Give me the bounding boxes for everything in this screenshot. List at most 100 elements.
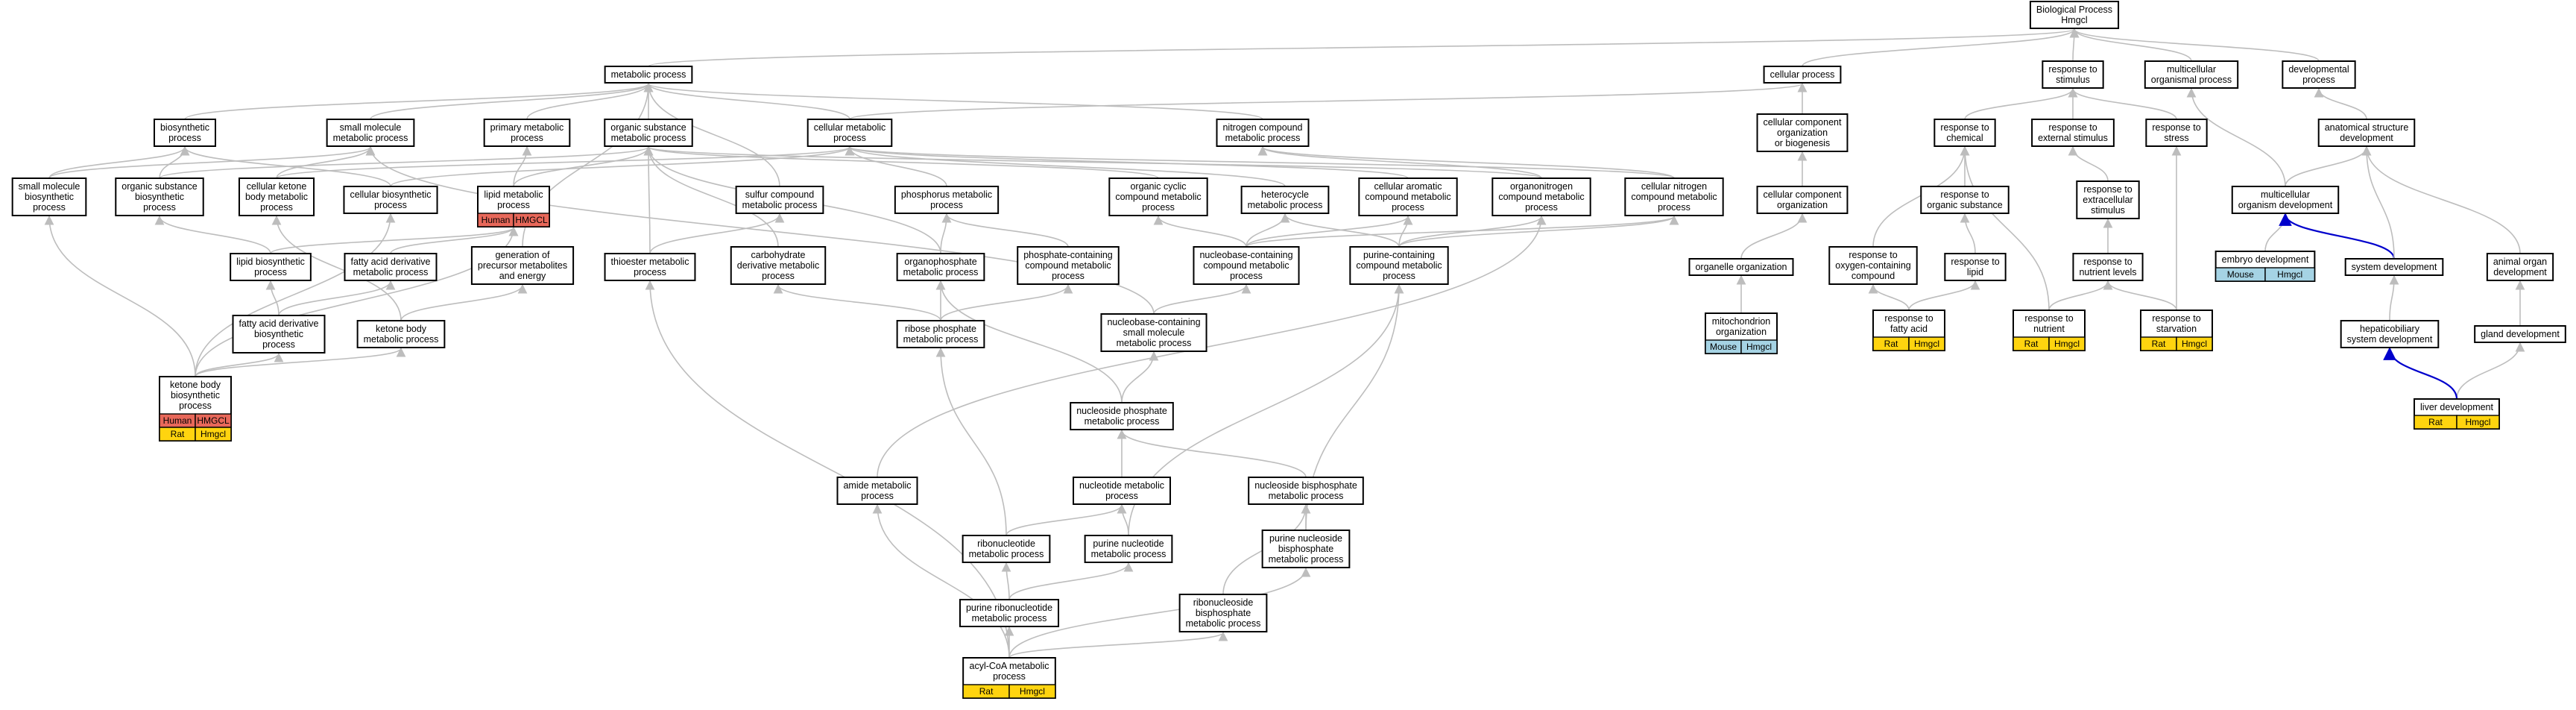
is-a-edge (44, 215, 196, 377)
term-label: response to (2152, 313, 2200, 324)
is-a-edge (643, 82, 780, 187)
gene-cell (2176, 336, 2213, 351)
is-a-edge (400, 283, 528, 321)
term-box (2145, 119, 2208, 147)
term-label: compound metabolic (1498, 192, 1584, 202)
term-label: multicellular (2261, 189, 2310, 200)
go-term-system-dev[interactable]: system development (2344, 258, 2444, 276)
term-label: primary metabolic (490, 122, 564, 133)
go-term-cellular-process[interactable]: cellular process (1763, 66, 1842, 84)
go-term-metabolic[interactable]: metabolic process (604, 66, 693, 84)
term-label: acyl-CoA metabolic (970, 661, 1049, 671)
go-term-organelle-org[interactable]: organelle organization (1688, 258, 1794, 276)
is-a-edge (1117, 429, 1307, 478)
gene-label: Hmgcl (2277, 269, 2302, 280)
is-a-edge (526, 82, 654, 120)
term-label: lipid metabolic (484, 189, 543, 200)
term-box (604, 119, 693, 147)
term-label: process (1658, 202, 1690, 213)
is-a-edge (1280, 213, 1400, 248)
term-label: cellular nitrogen (1641, 181, 1707, 192)
term-box (2344, 258, 2444, 276)
go-term-gland-dev[interactable]: gland development (2474, 325, 2566, 343)
term-label: process (1525, 202, 1558, 213)
is-a-edge (195, 352, 284, 377)
term-label: response to (2083, 257, 2132, 267)
term-label: ribonucleoside (1193, 597, 1254, 608)
term-label: derivative metabolic (737, 260, 819, 271)
is-a-edge (872, 503, 1010, 659)
term-label: nutrient (2033, 324, 2065, 334)
term-label: process (33, 202, 66, 213)
term-label: process (762, 271, 795, 281)
term-label: metabolic process (1117, 338, 1192, 348)
